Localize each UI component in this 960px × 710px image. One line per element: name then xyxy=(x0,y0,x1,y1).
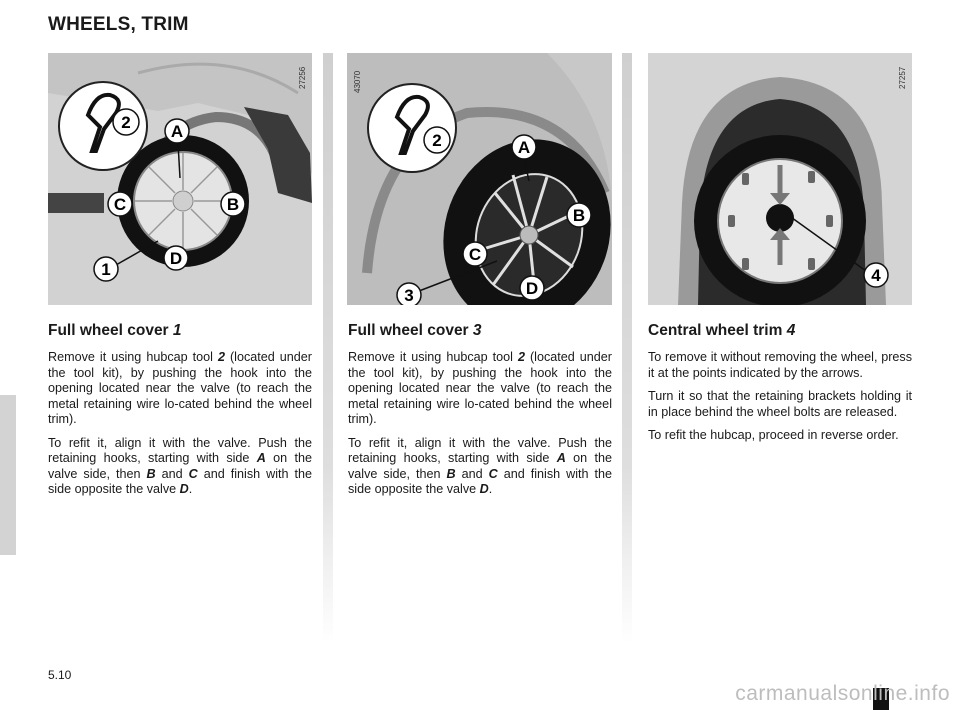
section-heading: Full wheel cover 3 xyxy=(348,322,482,339)
section-heading: Central wheel trim 4 xyxy=(648,322,796,339)
section-full-wheel-cover-3: Full wheel cover 3 Remove it using hubca… xyxy=(348,322,612,506)
section-central-wheel-trim-4: Central wheel trim 4 To remove it withou… xyxy=(648,322,912,452)
page-number: 5.10 xyxy=(48,668,72,682)
side-a-label: A xyxy=(171,122,183,141)
figure-code: 27257 xyxy=(898,66,907,89)
paragraph: Remove it using hubcap tool 2 (located u… xyxy=(48,350,312,426)
figure-central-wheel-trim-4: 4 27257 xyxy=(648,53,912,305)
section-full-wheel-cover-1: Full wheel cover 1 Remove it using hubca… xyxy=(48,322,312,506)
page-title: WHEELS, TRIM xyxy=(48,14,189,35)
column-divider xyxy=(323,53,333,643)
figure-code: 43070 xyxy=(353,70,362,93)
column-divider xyxy=(622,53,632,643)
tool-label: 2 xyxy=(121,113,130,132)
paragraph: Turn it so that the retaining brackets h… xyxy=(648,389,912,419)
item-1-label: 1 xyxy=(101,260,110,279)
side-d-label: D xyxy=(170,249,182,268)
paragraph: Remove it using hubcap tool 2 (located u… xyxy=(348,350,612,426)
item-4-label: 4 xyxy=(871,266,881,285)
figure-full-wheel-cover-1: 2 A B C D 1 27256 xyxy=(48,53,312,305)
side-c-label: C xyxy=(469,245,481,264)
page-marker xyxy=(873,688,889,710)
paragraph: To refit the hubcap, proceed in reverse … xyxy=(648,428,899,442)
side-b-label: B xyxy=(227,195,239,214)
tool-label: 2 xyxy=(432,131,441,150)
paragraph: To refit it, align it with the valve. Pu… xyxy=(348,435,613,497)
side-b-label: B xyxy=(573,206,585,225)
side-c-label: C xyxy=(114,195,126,214)
paragraph: To remove it without removing the wheel,… xyxy=(648,350,912,380)
paragraph: To refit it, align it with the valve. Pu… xyxy=(48,435,313,497)
section-tab xyxy=(0,395,16,555)
figure-full-wheel-cover-3: 2 A B C D 3 43070 xyxy=(347,53,612,305)
watermark: carmanualsonline.info xyxy=(735,682,950,705)
section-heading: Full wheel cover 1 xyxy=(48,322,182,339)
item-3-label: 3 xyxy=(404,286,413,305)
side-a-label: A xyxy=(518,138,530,157)
side-d-label: D xyxy=(526,279,538,298)
figure-code: 27256 xyxy=(298,66,307,89)
